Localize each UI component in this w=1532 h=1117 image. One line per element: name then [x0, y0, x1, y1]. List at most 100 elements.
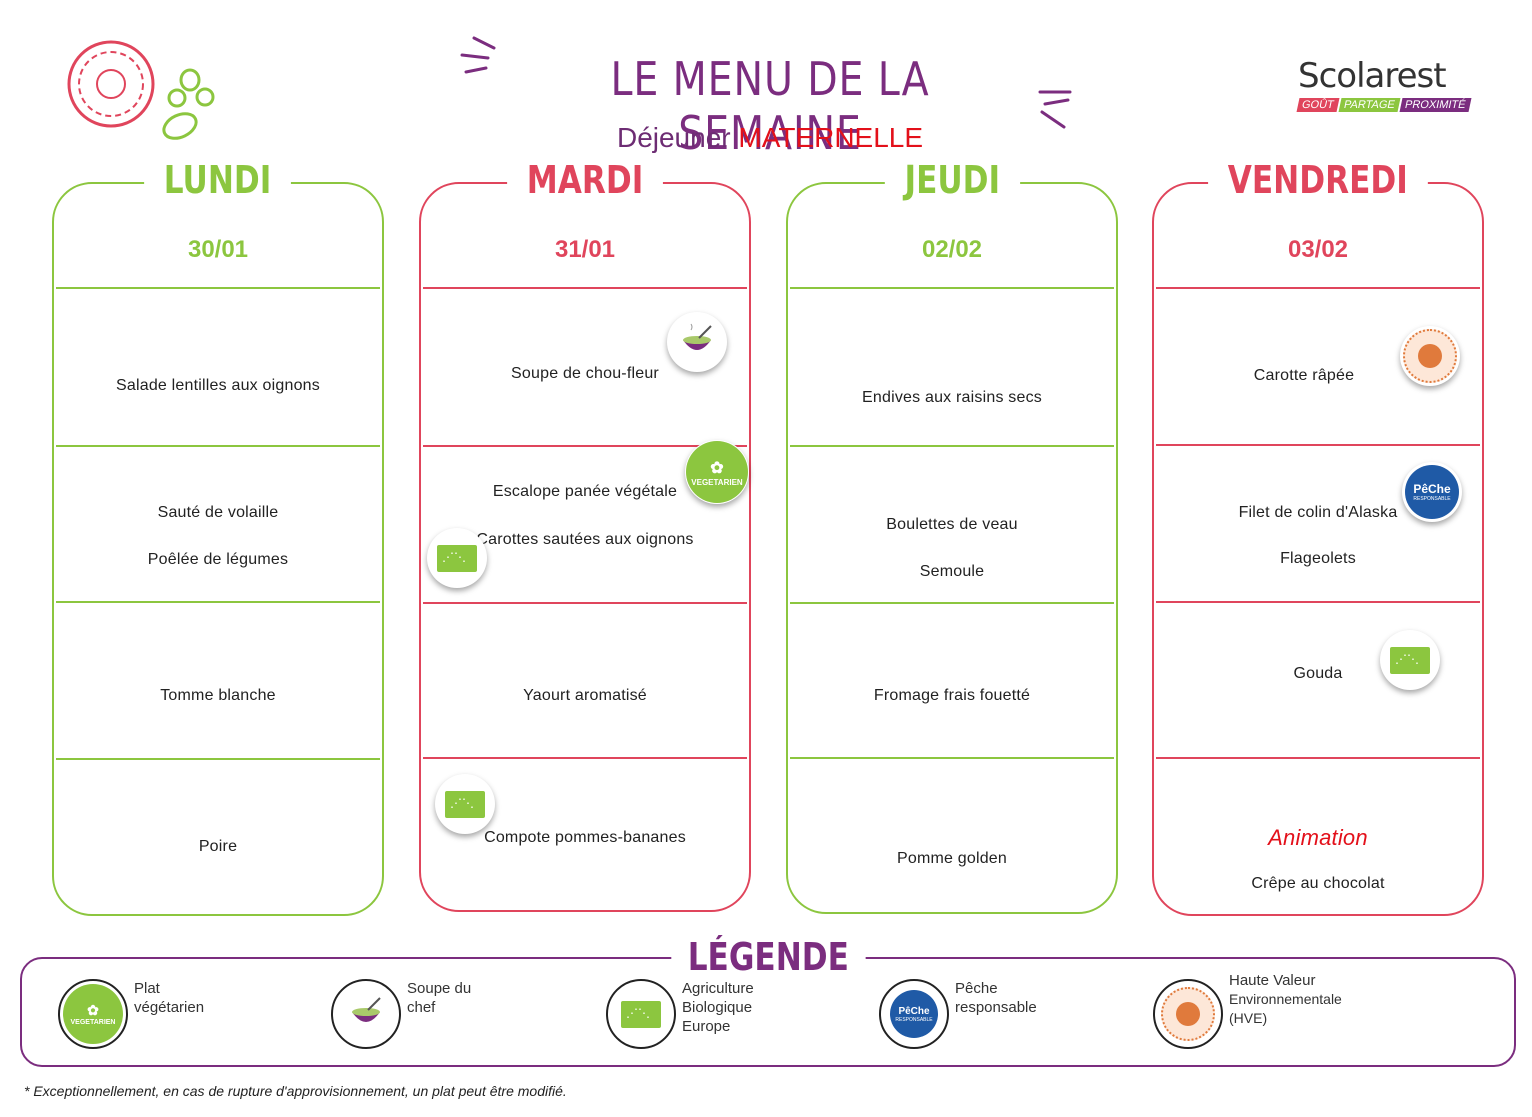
legend-label: Pêche responsable	[955, 980, 1037, 1016]
logo-wordmark: Scolarest	[1298, 56, 1447, 96]
eu-organic-icon	[445, 790, 485, 818]
menu-main: Filet de colin d'Alaska	[1238, 504, 1398, 521]
menu-starter: Soupe de chou-fleur	[511, 365, 659, 382]
divider	[1156, 444, 1480, 446]
hve-icon	[1161, 987, 1215, 1041]
eu-organic-icon	[621, 1000, 661, 1028]
day-column-mardi: MARDI 31/01 Soupe de chou-fleur Escalope…	[419, 158, 751, 912]
legend-item-vegetarian: ✿VEGETARIEN Plat végétarien	[58, 979, 204, 1049]
menu-dairy: Gouda	[1293, 665, 1343, 682]
title-spark-lines	[460, 36, 1072, 129]
footnote: * Exceptionnellement, en cas de rupture …	[24, 1083, 567, 1099]
divider	[1156, 757, 1480, 759]
peche-sublabel: RESPONSABLE	[895, 1016, 933, 1023]
legend-label: Plat végétarien	[134, 980, 205, 1016]
divider	[1156, 601, 1480, 603]
decorative-shapes	[67, 36, 1072, 140]
eu-organic-icon	[1390, 646, 1430, 674]
legend-label: Haute Valeur Environnementale (HVE)	[1229, 971, 1342, 1028]
divider	[790, 602, 1114, 604]
soup-badge	[667, 312, 727, 372]
day-date: 02/02	[921, 236, 983, 263]
menu-dessert: Crêpe au chocolat	[1251, 875, 1385, 892]
hve-badge	[1400, 326, 1460, 386]
menu-side: Carottes sautées aux oignons	[476, 531, 694, 548]
divider	[423, 445, 747, 447]
day-date: 03/02	[1287, 236, 1349, 263]
subtitle-level: MATERNELLE	[738, 122, 924, 153]
eu-organic-badge	[1380, 630, 1440, 690]
menu-dessert: Poire	[198, 838, 238, 855]
day-date: 30/01	[187, 236, 249, 263]
vegetarian-icon: ✿VEGETARIEN	[686, 441, 748, 503]
eu-organic-badge	[435, 774, 495, 834]
menu-main: Sauté de volaille	[157, 504, 279, 521]
menu-side: Semoule	[919, 563, 985, 580]
subtitle-meal: Déjeuner	[616, 122, 731, 153]
day-column-lundi: LUNDI 30/01 Salade lentilles aux oignons…	[52, 158, 384, 916]
menu-side: Poêlée de légumes	[147, 551, 289, 568]
menu-starter: Carotte râpée	[1253, 367, 1355, 384]
menu-dairy: Tomme blanche	[160, 687, 276, 704]
tomato-slice-illustration	[67, 40, 155, 128]
soup-icon	[683, 323, 712, 350]
legend-label: Agriculture Biologique Europe	[682, 980, 754, 1035]
hve-icon	[1403, 329, 1457, 383]
menu-dairy: Fromage frais fouetté	[873, 687, 1031, 704]
legend-item-organic: Agriculture Biologique Europe	[606, 979, 754, 1049]
page-subtitle: Déjeuner MATERNELLE	[560, 122, 980, 154]
menu-dessert: Compote pommes-bananes	[484, 829, 686, 846]
logo-tag-proximity: PROXIMITÉ	[1399, 98, 1471, 112]
page-title: LE MENU DE LA SEMAINE	[610, 52, 930, 160]
legend-label-rest: Environnementale (HVE)	[1229, 991, 1342, 1026]
menu-dairy: Yaourt aromatisé	[523, 687, 647, 704]
day-name: LUNDI	[144, 158, 292, 202]
divider	[56, 445, 380, 447]
day-name: JEUDI	[884, 158, 1020, 202]
peche-label: PêChe	[898, 1005, 930, 1017]
divider	[790, 287, 1114, 289]
divider	[56, 758, 380, 760]
peche-label: PêChe	[1413, 482, 1451, 496]
divider	[56, 601, 380, 603]
divider	[423, 602, 747, 604]
eu-organic-icon	[437, 544, 477, 572]
legend-label: Soupe du chef	[407, 980, 472, 1016]
day-name: VENDREDI	[1208, 158, 1428, 202]
legend-item-hve: Haute Valeur Environnementale (HVE)	[1153, 972, 1342, 1049]
legend: LÉGENDE ✿VEGETARIEN Plat végétarien Soup…	[20, 935, 1516, 1067]
day-name: MARDI	[507, 158, 663, 202]
vegetarian-badge-label: VEGETARIEN	[691, 477, 743, 487]
logo-tag-taste: GOÛT	[1296, 98, 1340, 112]
legend-veg-badge-label: VEGETARIEN	[70, 1019, 116, 1026]
legend-title: LÉGENDE	[670, 935, 866, 979]
menu-main: Escalope panée végétale	[492, 483, 678, 500]
menu-starter: Salade lentilles aux oignons	[116, 377, 320, 394]
divider	[1156, 287, 1480, 289]
day-column-jeudi: JEUDI 02/02 Endives aux raisins secs Bou…	[786, 158, 1118, 914]
menu-animation-note: Animation	[1268, 825, 1368, 850]
logo-taglines: GOÛT PARTAGE PROXIMITÉ	[1296, 98, 1506, 112]
eu-organic-badge	[427, 528, 487, 588]
divider	[56, 287, 380, 289]
day-column-vendredi: VENDREDI 03/02 Carotte râpée Filet de co…	[1152, 158, 1484, 916]
vegetarian-badge: ✿VEGETARIEN	[685, 440, 749, 504]
logo-tag-share: PARTAGE	[1338, 98, 1401, 112]
scolarest-logo: Scolarest GOÛT PARTAGE PROXIMITÉ	[1296, 56, 1506, 122]
vegetarian-icon: ✿VEGETARIEN	[63, 984, 123, 1044]
menu-main: Boulettes de veau	[886, 516, 1018, 533]
menu-dessert: Pomme golden	[896, 850, 1008, 867]
menu-starter: Endives aux raisins secs	[862, 389, 1042, 406]
legend-label-line1: Haute Valeur	[1229, 972, 1316, 989]
divider	[423, 757, 747, 759]
menu-side: Flageolets	[1280, 550, 1356, 567]
divider	[790, 757, 1114, 759]
legend-item-soup: Soupe du chef	[331, 979, 471, 1049]
soup-icon	[352, 997, 381, 1022]
peas-illustration	[162, 68, 215, 140]
divider	[790, 445, 1114, 447]
